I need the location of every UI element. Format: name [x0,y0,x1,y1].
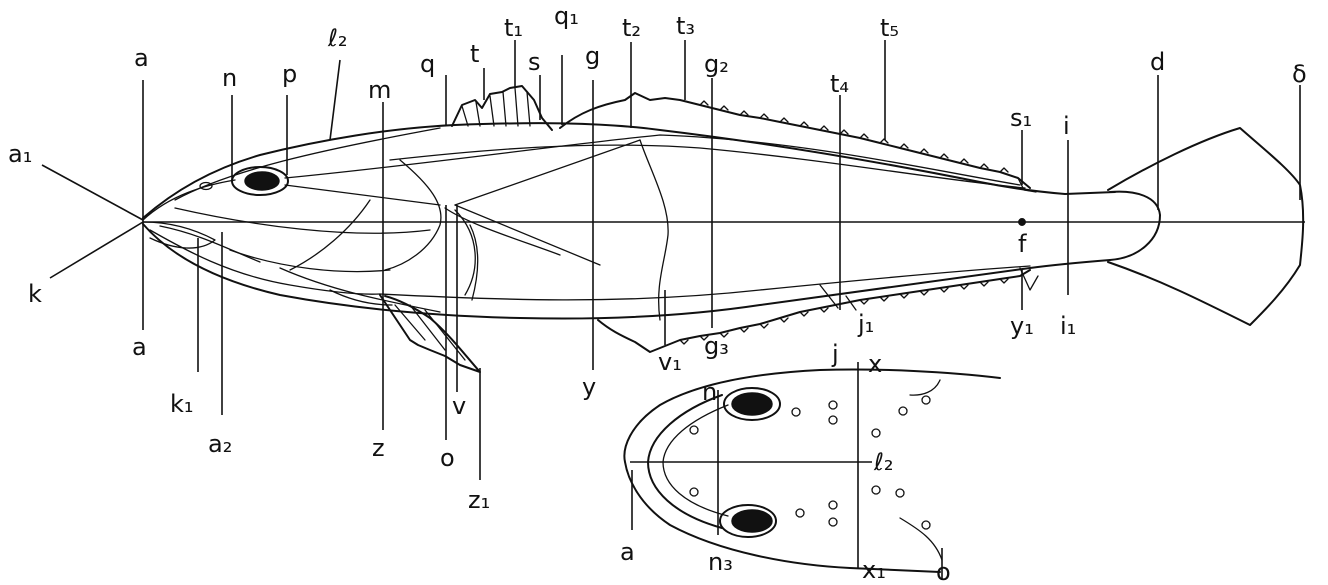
anal-inner-line [819,284,857,311]
label-z: z [372,434,385,462]
ventral-profile [142,223,1111,320]
label-j1: j₁ [857,310,874,338]
label-s1: s₁ [1010,104,1032,132]
ref-line-l2 [329,59,341,141]
scale-arc-v [469,224,479,301]
label-y1: y₁ [1010,312,1034,340]
anal-fin-end [1019,267,1039,291]
diagonal-line-1 [454,139,641,206]
head-label-a: a [620,538,635,566]
lateral-line-middle [389,144,1026,189]
cheek-line [174,207,431,234]
pectoral-fin [444,207,561,256]
eye-lower-outline [719,504,777,538]
point-f [1018,218,1026,226]
label-a2: a₂ [208,430,232,458]
dorsal-fin-end [1017,177,1037,193]
ref-line-k [49,221,144,279]
head-label-n3: n₃ [708,548,733,576]
preopercle [289,199,371,271]
label-t2: t₂ [622,14,641,42]
opercle-lower [229,249,391,273]
lateral-line-upper [284,134,1021,186]
gill-edge [899,517,943,561]
dorsal-profile [142,122,1116,219]
caudal-fin [1107,127,1305,326]
head-dorsal-view: n x ℓ₂ a n₃ x₁ o [620,350,1001,585]
head-label-o: o [936,558,951,585]
second-dorsal-fin [559,92,1031,189]
snout-upper [142,179,236,221]
head-label-n: n [702,378,717,406]
diagonal-line-3 [284,184,441,206]
label-n: n [222,64,237,92]
eye-pupil [244,171,280,191]
head-label-l2: ℓ₂ [873,448,894,476]
label-m: m [368,76,391,104]
label-t: t [470,40,479,68]
label-i1: i₁ [1060,312,1076,340]
label-t5: t₅ [880,14,899,42]
label-q1: q₁ [554,2,579,30]
first-dorsal-fin [451,85,553,131]
head-label-x1: x₁ [862,556,886,584]
label-v: v [452,392,466,420]
fish-side-view: a a a₁ k k₁ a₂ n p ℓ₂ m q t t₁ s q₁ g t₂… [8,2,1307,514]
head-dorsal-line [174,127,441,201]
label-l2: ℓ₂ [327,24,348,52]
label-g3: g₃ [704,332,729,360]
label-g: g [585,42,600,70]
label-t3: t₃ [676,12,695,40]
head-outline [623,368,1001,573]
label-f: f [1018,230,1027,258]
lower-jaw [149,229,381,295]
label-t4: t₄ [830,70,849,98]
mouth-line [142,221,216,249]
label-z1: z₁ [468,486,490,514]
anal-serration [679,278,1009,345]
eye-upper-outline [723,387,781,421]
label-p: p [282,60,297,88]
label-k: k [28,280,42,308]
label-q: q [420,50,435,78]
pelvic-fin-rays [394,304,466,361]
eye-lower-pupil [731,509,773,533]
label-delta: δ [1292,60,1307,88]
head-label-x: x [868,350,882,378]
anal-fin [597,269,1031,353]
pelvic-base [329,289,393,306]
gill-notch [909,379,941,396]
second-dorsal-serration [699,100,1009,173]
label-k1: k₁ [170,390,194,418]
label-s: s [528,48,541,76]
pelvic-fin [379,294,481,373]
label-g2: g₂ [704,50,729,78]
nostril [199,181,213,191]
scale-arc-v1 [639,139,669,321]
maxilla [159,225,261,263]
eye-upper-pupil [731,392,773,416]
label-d: d [1150,48,1165,76]
head-pores [689,395,931,530]
caudal-peduncle [1109,190,1161,261]
opercle-edge [384,159,442,271]
label-t1: t₁ [504,14,523,42]
first-dorsal-rays [461,87,531,127]
label-j: j [831,340,839,368]
label-i: i [1063,112,1070,140]
diagonal-line-2 [454,204,601,266]
label-a-bottom: a [132,333,147,361]
lateral-line-lower [379,265,1031,301]
label-a1: a₁ [8,140,32,168]
ref-line-a1-k [41,164,144,221]
label-y: y [582,373,596,401]
pelvic-line [279,267,441,313]
label-a-top: a [134,44,149,72]
label-v1: v₁ [658,348,682,376]
label-o: o [440,444,455,472]
